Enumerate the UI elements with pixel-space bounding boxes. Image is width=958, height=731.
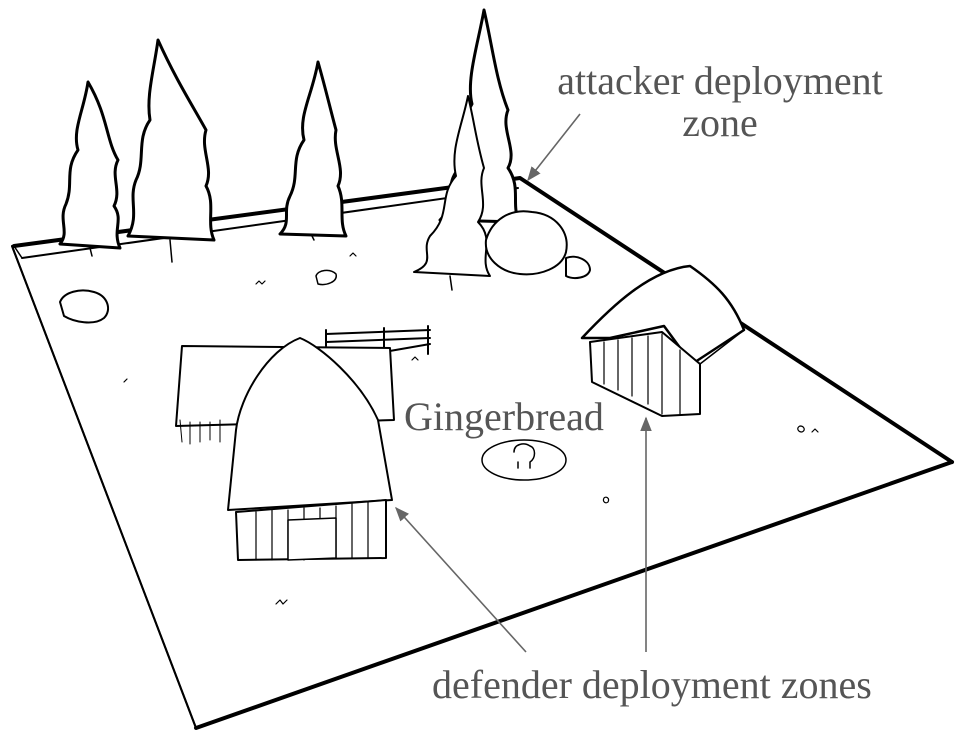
pine-tree-2 bbox=[126, 38, 216, 263]
thatched-house-front bbox=[227, 337, 393, 561]
wooden-fence bbox=[325, 325, 431, 369]
objective-label: Gingerbread bbox=[404, 394, 604, 439]
pine-tree-3 bbox=[278, 60, 348, 241]
rock-small bbox=[315, 269, 337, 286]
objective-marker bbox=[481, 439, 567, 481]
thatched-hut-right bbox=[580, 264, 746, 417]
rock-large bbox=[484, 210, 591, 279]
defender-zones-label: defender deployment zones bbox=[432, 662, 872, 707]
attacker-zone-label: attacker deployment zone bbox=[520, 60, 920, 144]
pine-tree-4 bbox=[413, 8, 522, 291]
ground-details bbox=[123, 252, 819, 605]
rock-left bbox=[59, 289, 110, 324]
arrow-to-defender-zone-left bbox=[395, 506, 527, 653]
attacker-label-line2: zone bbox=[682, 100, 758, 145]
annotation-arrows bbox=[395, 113, 652, 653]
attacker-label-line1: attacker deployment bbox=[557, 58, 883, 103]
arrow-to-attacker-zone bbox=[527, 113, 581, 182]
pine-tree-1 bbox=[58, 80, 122, 257]
